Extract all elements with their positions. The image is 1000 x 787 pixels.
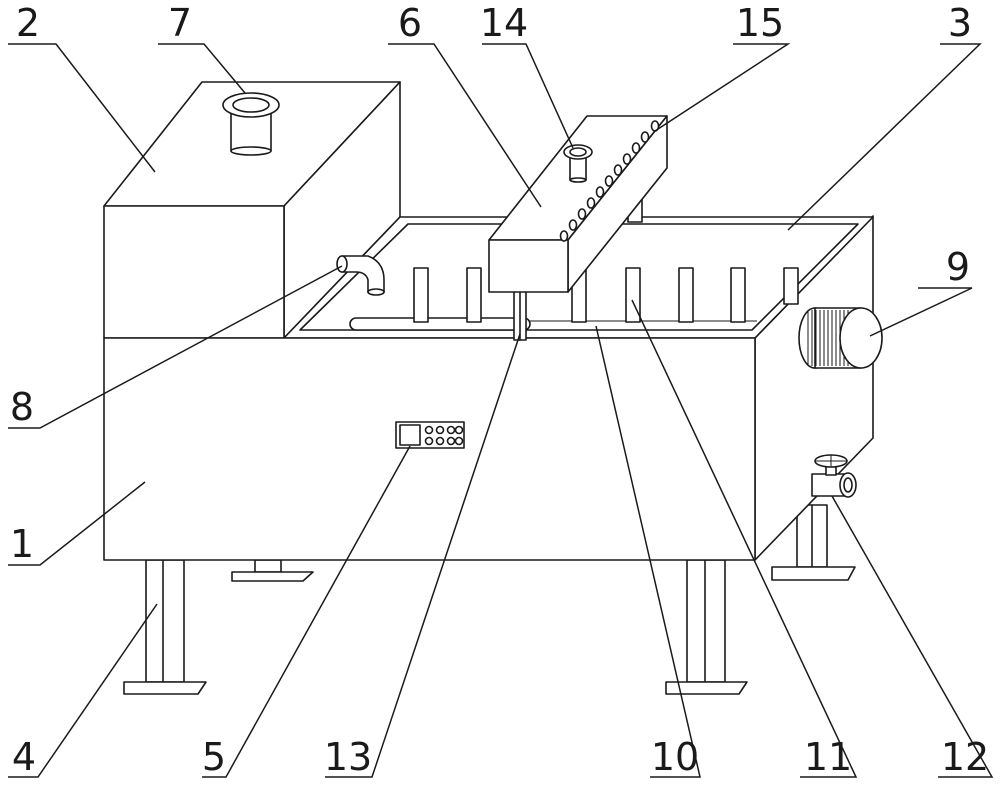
label-15: 15 <box>736 1 784 45</box>
nozzle <box>586 197 596 209</box>
label-2: 2 <box>16 1 40 45</box>
nozzle <box>577 208 587 220</box>
nozzle <box>568 219 578 231</box>
leader-lines <box>8 43 994 778</box>
main-body <box>103 337 756 561</box>
nozzle <box>595 186 605 198</box>
label-12: 12 <box>941 735 989 779</box>
plate <box>730 267 746 323</box>
label-6: 6 <box>398 1 422 45</box>
label-5: 5 <box>202 735 226 779</box>
inner-rod <box>349 317 531 331</box>
nozzle <box>604 175 614 187</box>
label-3: 3 <box>948 1 972 45</box>
nozzle <box>640 131 650 143</box>
nozzle <box>622 153 632 165</box>
inlet-pipe <box>222 92 280 156</box>
plate <box>783 267 799 305</box>
leg-front-left <box>123 559 207 695</box>
leg-back-right <box>771 504 856 581</box>
nozzle <box>631 142 641 154</box>
leg-back-left <box>231 559 314 582</box>
plate <box>466 267 482 323</box>
drain-valve <box>811 454 857 498</box>
leg-front-right <box>665 559 748 695</box>
control-panel <box>395 421 465 449</box>
label-9: 9 <box>946 245 970 289</box>
label-1: 1 <box>10 522 34 566</box>
label-11: 11 <box>804 735 852 779</box>
nozzle-row <box>559 120 660 242</box>
elbow-pipe <box>336 255 385 296</box>
support-rod <box>513 289 527 341</box>
labels: 2 7 14 6 15 3 9 8 1 4 5 13 10 11 12 <box>10 1 989 779</box>
nozzle <box>559 230 569 242</box>
label-7: 7 <box>168 1 192 45</box>
plate <box>678 267 694 323</box>
label-10: 10 <box>651 735 699 779</box>
spray-inlet <box>563 144 593 183</box>
nozzle <box>613 164 623 176</box>
label-14: 14 <box>480 1 528 45</box>
motor <box>798 307 883 369</box>
plate <box>413 267 429 323</box>
label-13: 13 <box>324 735 372 779</box>
label-8: 8 <box>10 385 34 429</box>
label-4: 4 <box>12 735 36 779</box>
